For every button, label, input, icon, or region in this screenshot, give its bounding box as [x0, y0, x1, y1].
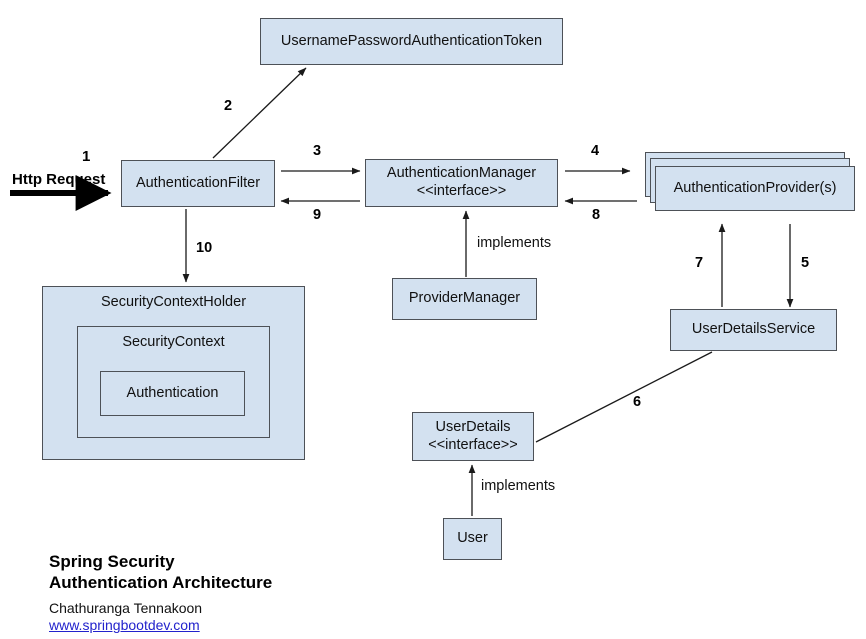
label-step-4: 4	[591, 143, 600, 159]
label-http-request: Http Request	[12, 171, 106, 188]
edge-step-6	[535, 351, 713, 443]
node-user-details-service[interactable]: UserDetailsService	[670, 309, 837, 351]
label-step-5: 5	[801, 255, 810, 271]
node-user-details[interactable]: UserDetails <<interface>>	[412, 412, 534, 461]
label-step-10: 10	[196, 240, 213, 256]
node-username-password-authentication-token[interactable]: UsernamePasswordAuthenticationToken	[260, 18, 563, 65]
label-step-7: 7	[695, 255, 704, 271]
label-step-9: 9	[313, 207, 322, 223]
node-authentication[interactable]: Authentication	[100, 371, 245, 416]
label-implements-user: implements	[481, 478, 556, 494]
node-provider-manager[interactable]: ProviderManager	[392, 278, 537, 320]
diagram-title-line-1: Spring Security	[49, 552, 175, 571]
label-step-6: 6	[633, 394, 642, 410]
label-step-2: 2	[224, 98, 233, 114]
diagram-title-line-2: Authentication Architecture	[49, 573, 273, 592]
diagram-author: Chathuranga Tennakoon	[49, 600, 203, 616]
diagram-website-link[interactable]: www.springbootdev.com	[49, 617, 200, 633]
label-step-1: 1	[82, 148, 91, 165]
node-user[interactable]: User	[443, 518, 502, 560]
node-authentication-manager[interactable]: AuthenticationManager <<interface>>	[365, 159, 558, 207]
node-authentication-provider[interactable]: AuthenticationProvider(s)	[655, 166, 855, 211]
label-step-3: 3	[313, 143, 322, 159]
label-step-8: 8	[592, 207, 601, 223]
node-authentication-filter[interactable]: AuthenticationFilter	[121, 160, 275, 207]
label-implements-provider-manager: implements	[477, 235, 552, 251]
